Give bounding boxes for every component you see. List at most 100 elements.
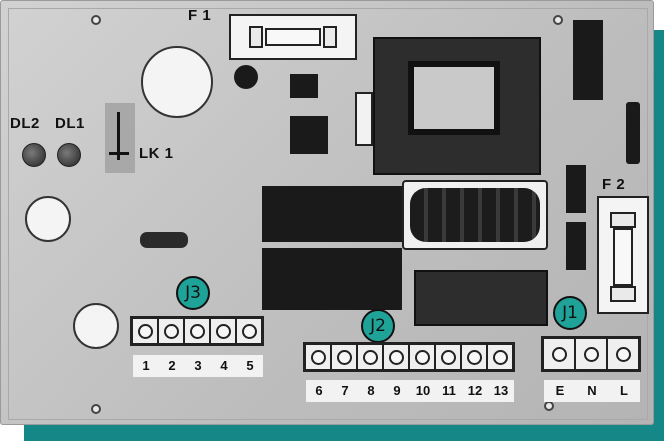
fuse-f1: [265, 28, 321, 46]
terminal-numbers-j3: 1 2 3 4 5: [133, 355, 263, 377]
terminal-number: 6: [315, 383, 323, 398]
component: [566, 222, 586, 270]
terminal-number: 7: [341, 383, 349, 398]
screw-head: [440, 349, 456, 365]
jumper-wire: [109, 152, 129, 155]
screw-head: [189, 323, 205, 339]
terminal-screw: [410, 345, 434, 369]
capacitor-holder: [402, 180, 548, 250]
connector-label-j2: J2: [361, 309, 395, 343]
terminal-number: 5: [246, 358, 254, 373]
component: [626, 102, 640, 164]
terminal-number: 8: [367, 383, 375, 398]
dark-capacitor: [234, 65, 258, 89]
screw-head: [137, 323, 153, 339]
mounting-hole: [91, 15, 101, 25]
fuse-cap: [610, 286, 636, 302]
terminal-screw: [306, 345, 330, 369]
terminal-screw: [436, 345, 460, 369]
connector-label-j1: J1: [553, 296, 587, 330]
fuse-cap: [249, 26, 263, 48]
screw-head: [492, 349, 508, 365]
led-dl1: [57, 143, 81, 167]
terminal-screw: [211, 319, 235, 343]
screw-head: [466, 349, 482, 365]
fuse-f2: [613, 228, 633, 286]
terminal-screw: [488, 345, 512, 369]
screw-head: [310, 349, 326, 365]
terminal-number: 10: [415, 383, 431, 398]
component: [573, 20, 603, 100]
terminal-number: 1: [142, 358, 150, 373]
screw-head: [414, 349, 430, 365]
led-dl2: [22, 143, 46, 167]
label-lk1: LK 1: [139, 145, 174, 162]
screw-head: [163, 323, 179, 339]
component: [290, 116, 328, 154]
fuse-holder-f1: [229, 14, 357, 60]
jumper-area: [105, 103, 135, 173]
transformer-core: [408, 61, 500, 135]
terminal-screw: [462, 345, 486, 369]
label-dl1: DL1: [55, 115, 85, 132]
terminal-block-j1: [541, 336, 641, 372]
terminal-number: 13: [493, 383, 509, 398]
screw-head: [388, 349, 404, 365]
transformer: [373, 37, 541, 175]
terminal-screw: [576, 339, 606, 369]
terminal-number: 9: [393, 383, 401, 398]
terminal-number: L: [620, 383, 628, 398]
terminal-screw: [608, 339, 638, 369]
terminal-screw: [185, 319, 209, 343]
terminal-screw: [544, 339, 574, 369]
terminal-number: E: [555, 383, 565, 398]
fuse-holder-f2: [597, 196, 649, 314]
terminal-number: 4: [220, 358, 228, 373]
mounting-hole: [544, 401, 554, 411]
screw-head: [615, 346, 631, 362]
terminal-screw: [332, 345, 356, 369]
terminal-screw: [358, 345, 382, 369]
terminal-number: N: [587, 383, 597, 398]
terminal-screw: [384, 345, 408, 369]
screw-head: [551, 346, 567, 362]
mounting-hole: [553, 15, 563, 25]
connector-label-j3: J3: [176, 276, 210, 310]
buzzer: [141, 46, 213, 118]
pcb-board: F 1 DL2 DL1 LK 1: [0, 0, 654, 425]
fuse-cap: [323, 26, 337, 48]
component: [140, 232, 188, 248]
terminal-number: 11: [442, 383, 456, 398]
screw-head: [583, 346, 599, 362]
terminal-number: 3: [194, 358, 202, 373]
terminal-block-j2: [303, 342, 515, 372]
component: [414, 270, 548, 326]
label-dl2: DL2: [10, 115, 40, 132]
terminal-number: 2: [168, 358, 176, 373]
fuse-cap: [610, 212, 636, 228]
label-f2: F 2: [602, 176, 626, 193]
jumper-wire: [117, 112, 120, 160]
component: [290, 74, 318, 98]
capacitor: [410, 188, 540, 242]
round-pad: [25, 196, 71, 242]
screw-head: [362, 349, 378, 365]
relay: [262, 186, 402, 242]
screw-head: [241, 323, 257, 339]
component: [566, 165, 586, 213]
component: [355, 92, 373, 146]
screw-head: [215, 323, 231, 339]
terminal-numbers-j2: 6 7 8 9 10 11 12 13: [306, 380, 514, 402]
mounting-hole: [91, 404, 101, 414]
terminal-screw: [159, 319, 183, 343]
terminal-block-j3: [130, 316, 264, 346]
terminal-screw: [237, 319, 261, 343]
relay: [262, 248, 402, 310]
round-pad: [73, 303, 119, 349]
screw-head: [336, 349, 352, 365]
label-f1: F 1: [188, 7, 212, 24]
terminal-number: 12: [467, 383, 483, 398]
terminal-screw: [133, 319, 157, 343]
